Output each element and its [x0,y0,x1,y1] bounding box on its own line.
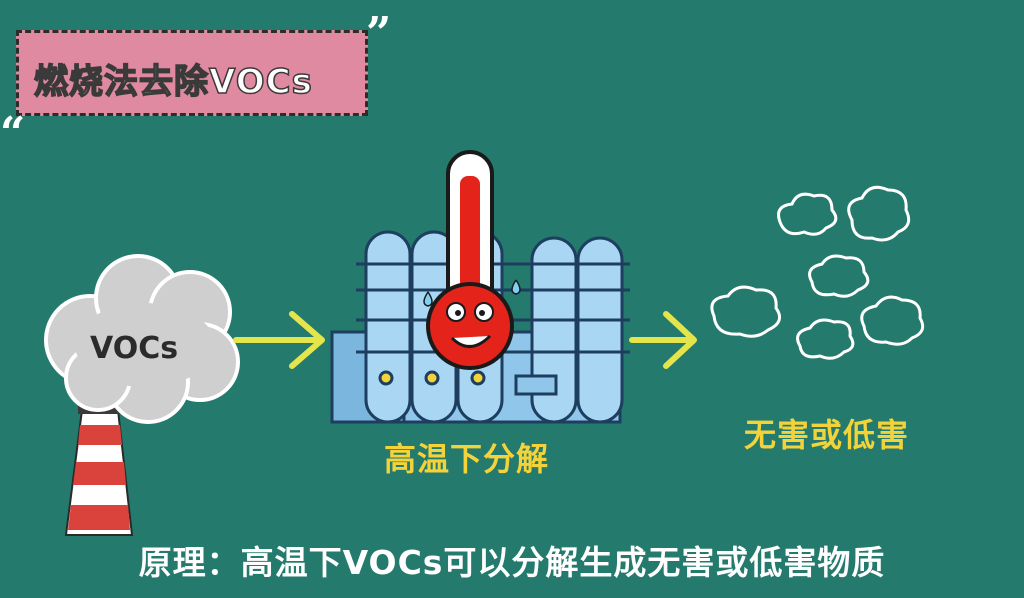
arrow-right-icon [629,311,697,369]
process-label: 高温下分解 [384,440,550,478]
arrow-right-icon [233,311,325,369]
result-label: 无害或低害 [744,416,910,454]
smoke-label: VOCs [90,331,179,366]
title-banner [16,30,368,116]
quote-mark-bottom: “ [0,108,26,159]
clean-cloud-icon [710,185,925,360]
principle-caption: 原理：高温下VOCs可以分解生成无害或低害物质 [138,543,886,582]
chimney-icon [64,404,134,536]
factory-tanks-icon [330,230,630,424]
quote-mark-top: ” [366,8,392,59]
page-title: 燃烧法去除VOCs [33,61,313,103]
thermometer-icon [423,150,521,370]
smoke-cloud-icon [44,254,240,424]
